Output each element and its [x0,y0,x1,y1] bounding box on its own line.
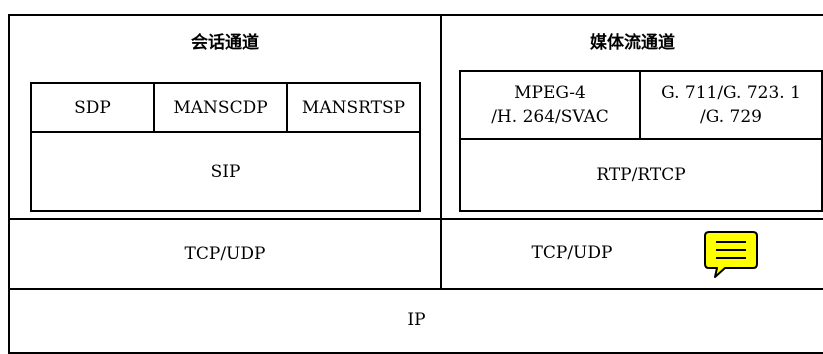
network-ip: IP [407,309,426,330]
session-channel-title: 会话通道 [191,33,259,53]
audio-codec-label: G. 711/G. 723. 1 /G. 729 [641,72,821,138]
media-protocol-box [459,70,823,212]
protocol-mansrtsp: MANSRTSP [301,97,406,118]
session-protocol-box [30,82,421,212]
protocol-manscdp: MANSCDP [173,97,268,118]
media-channel-title: 媒体流通道 [590,33,675,53]
media-inner-divider [459,138,823,140]
transport-left: TCP/UDP [184,244,266,264]
video-codec-line-2: /H. 264/SVAC [491,107,609,127]
transport-right: TCP/UDP [531,243,613,263]
comment-icon[interactable] [703,230,759,280]
session-inner-divider [30,131,421,133]
network-top-line [8,288,823,290]
audio-codec-line-1: G. 711/G. 723. 1 [661,83,801,103]
channel-divider [440,14,442,290]
audio-codec-line-2: /G. 729 [700,107,762,127]
session-divider-1 [153,82,155,133]
session-divider-2 [286,82,288,133]
protocol-rtp-rtcp: RTP/RTCP [596,165,686,185]
protocol-sip: SIP [210,161,241,182]
transport-top-line [8,218,823,220]
video-codec-label: MPEG-4 /H. 264/SVAC [461,72,639,138]
video-codec-line-1: MPEG-4 [514,83,586,103]
media-codec-divider [639,70,641,140]
protocol-sdp: SDP [74,97,111,118]
